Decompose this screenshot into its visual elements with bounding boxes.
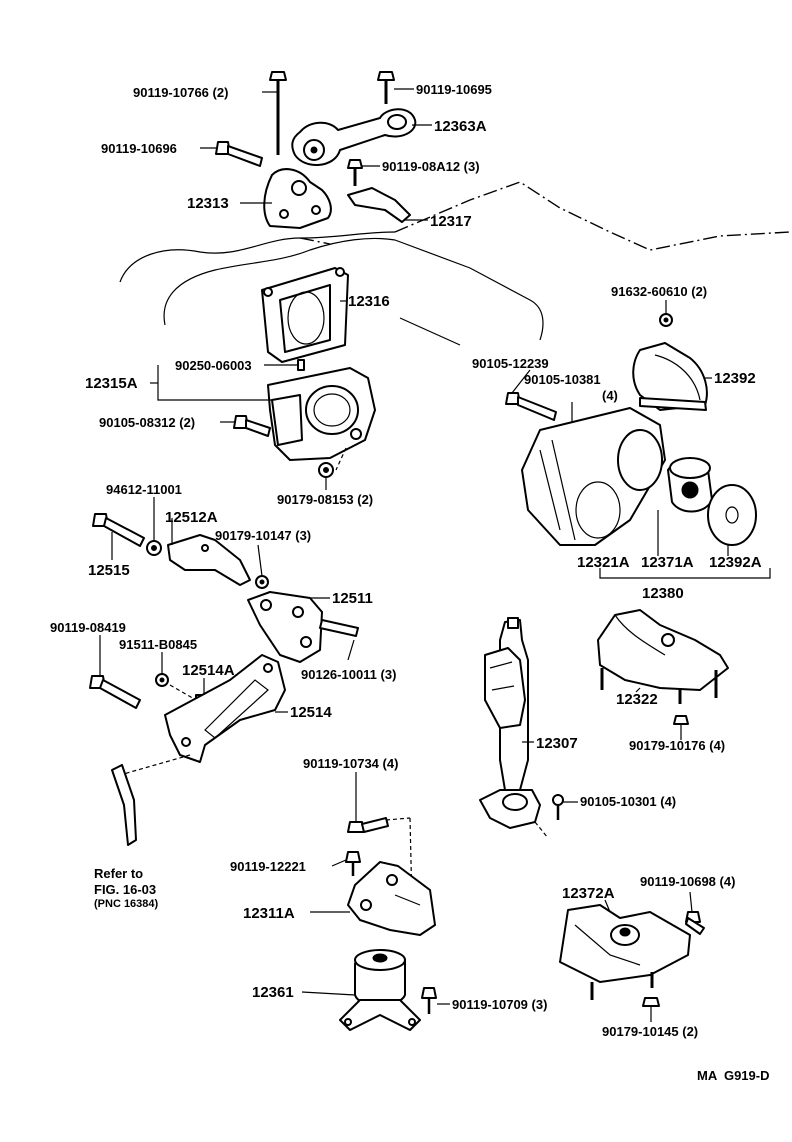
label-90179-10147: 90179-10147 (3) xyxy=(215,528,311,543)
bracket-12315A xyxy=(267,367,376,461)
label-90126-10011: 90126-10011 (3) xyxy=(301,667,396,682)
bracket-12311A xyxy=(347,861,436,936)
label-90119-10695: 90119-10695 xyxy=(416,82,492,97)
washer-91632-60610 xyxy=(659,313,673,327)
group-bracket-12380 xyxy=(599,510,771,579)
mount-12307 xyxy=(479,617,541,829)
bolt-90119-12221 xyxy=(345,851,361,876)
label-90119-10696: 90119-10696 xyxy=(101,141,177,156)
label-12313: 12313 xyxy=(187,195,229,212)
label-12514A: 12514A xyxy=(182,662,235,679)
label-12317: 12317 xyxy=(430,213,472,230)
bolt-12515 xyxy=(92,513,145,547)
label-90105-10381-qty: (4) xyxy=(602,388,618,403)
label-12372A: 12372A xyxy=(562,885,615,902)
cap-12392A xyxy=(707,484,757,546)
label-12511: 12511 xyxy=(332,590,373,607)
link-refer xyxy=(111,754,191,846)
label-90105-10301: 90105-10301 (4) xyxy=(580,794,676,809)
nut-90179-10145 xyxy=(642,997,660,1007)
bracket-12317 xyxy=(347,187,411,223)
mount-12322 xyxy=(597,609,729,704)
bolt-90105-10301 xyxy=(534,794,564,839)
label-12363A: 12363A xyxy=(434,118,487,135)
label-12321A: 12321A xyxy=(577,554,630,571)
label-91632-60610: 91632-60610 (2) xyxy=(611,284,707,299)
label-refer-to: Refer to xyxy=(94,866,143,881)
label-90250-06003: 90250-06003 xyxy=(175,358,252,373)
label-12371A: 12371A xyxy=(641,554,694,571)
label-12392A: 12392A xyxy=(709,554,762,571)
label-90105-08312: 90105-08312 (2) xyxy=(99,415,195,430)
label-91511-B0845: 91511-B0845 xyxy=(119,637,197,652)
cover-12392 xyxy=(632,342,708,411)
nut-90179-10176 xyxy=(673,715,689,725)
bolt-90105-08312 xyxy=(233,415,271,437)
part-labels: 90119-10766 (2) 90119-10695 12363A 90119… xyxy=(50,82,769,1083)
leader-lines xyxy=(99,88,712,1022)
label-12512A: 12512A xyxy=(165,509,218,526)
label-90119-10709: 90119-10709 (3) xyxy=(452,997,547,1012)
housing-12321A xyxy=(521,407,666,546)
label-12311A: 12311A xyxy=(243,905,295,922)
label-90119-08419: 90119-08419 xyxy=(50,620,126,635)
label-figure-code: MA G919-D xyxy=(697,1068,769,1083)
label-12380: 12380 xyxy=(642,585,684,602)
nut-90179-08153 xyxy=(318,447,347,478)
label-12307: 12307 xyxy=(536,735,578,752)
mount-12361 xyxy=(339,949,421,1031)
label-12515: 12515 xyxy=(88,562,130,579)
bolt-90119-10766 xyxy=(269,71,287,155)
label-90119-10734: 90119-10734 (4) xyxy=(303,756,398,771)
label-90179-08153: 90179-08153 (2) xyxy=(277,492,373,507)
label-94612-11001: 94612-11001 xyxy=(106,482,182,497)
label-90119-10766: 90119-10766 (2) xyxy=(133,85,228,100)
mount-12372A xyxy=(559,904,691,1000)
label-90179-10145: 90179-10145 (2) xyxy=(602,1024,698,1039)
washer-91511-B0845 xyxy=(155,673,169,687)
label-12514: 12514 xyxy=(290,704,332,721)
bracket-12514 xyxy=(164,654,286,763)
bracket-12313 xyxy=(263,168,332,229)
stud-90126-10011 xyxy=(319,619,359,637)
washer-94612-11001 xyxy=(146,540,162,556)
label-12316: 12316 xyxy=(348,293,390,310)
bushing-12371A xyxy=(667,457,713,513)
label-12361: 12361 xyxy=(252,984,294,1001)
torque-rod-12363A xyxy=(291,108,417,167)
label-90119-10698: 90119-10698 (4) xyxy=(640,874,735,889)
bolt-90119-08419 xyxy=(89,675,141,709)
bolt-90119-10695 xyxy=(377,71,395,104)
bracket-12511 xyxy=(247,591,323,663)
label-90105-10381: 90105-10381 xyxy=(524,372,601,387)
label-90119-12221: 90119-12221 xyxy=(230,859,306,874)
label-12315A: 12315A xyxy=(85,375,138,392)
bolt-90105-12239 xyxy=(505,392,557,421)
engine-outline xyxy=(119,181,791,346)
bolt-90119-10696 xyxy=(215,141,263,167)
label-90105-12239: 90105-12239 xyxy=(472,356,549,371)
label-90119-08A12: 90119-08A12 (3) xyxy=(382,159,480,174)
bolt-90119-08A12 xyxy=(347,159,363,186)
label-12322: 12322 xyxy=(616,691,658,708)
label-refer-pnc: (PNC 16384) xyxy=(94,898,159,910)
bracket-12512A xyxy=(167,534,251,586)
label-90179-10176: 90179-10176 (4) xyxy=(629,738,725,753)
bracket-12316 xyxy=(261,267,349,363)
label-12392: 12392 xyxy=(714,370,756,387)
label-refer-fig: FIG. 16-03 xyxy=(94,882,156,897)
nut-90179-10147 xyxy=(255,575,269,589)
bolt-90119-10698 xyxy=(685,911,705,935)
pin-90250-06003 xyxy=(297,359,305,371)
bolt-90119-10709 xyxy=(421,987,437,1014)
